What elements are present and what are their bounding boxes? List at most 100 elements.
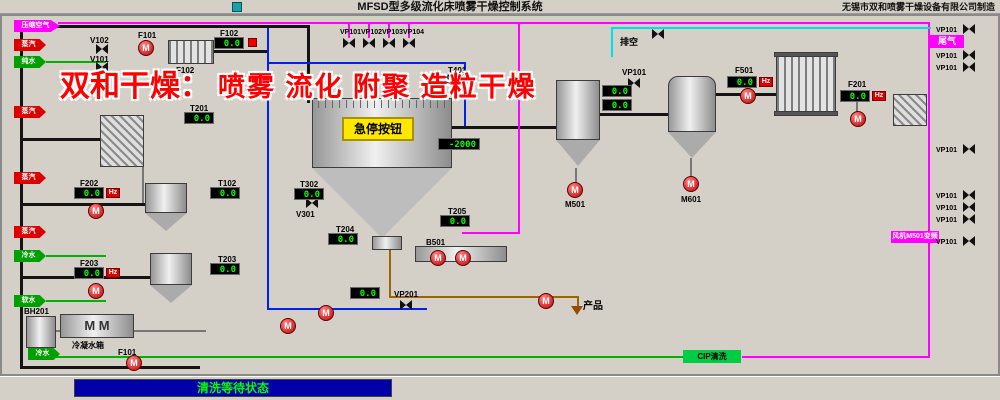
- tag-vp103: VP103: [382, 29, 404, 36]
- pipe-magenta-bottom: [742, 356, 930, 358]
- tag-f202: F202: [80, 179, 99, 188]
- bh201-vessel[interactable]: [26, 316, 56, 348]
- tag-f102: F102: [220, 29, 239, 38]
- inlet-steam: 蒸汽: [14, 106, 46, 118]
- hx-bottom-cap: [774, 111, 838, 116]
- valve-icon[interactable]: [963, 236, 975, 246]
- pipe-green-bottom: [46, 356, 684, 358]
- pipe-cyan-top: [611, 27, 931, 29]
- valve-vp101[interactable]: [343, 38, 355, 48]
- display-t201: 0.0: [184, 112, 214, 124]
- tag-t102: T102: [218, 179, 237, 188]
- tag-vp102: VP102: [361, 29, 383, 36]
- pipe-gray: [856, 95, 858, 113]
- display-cyclone-b: 0.0: [602, 99, 632, 111]
- product-arrow: [571, 306, 583, 315]
- valve-vp101-mid[interactable]: [628, 78, 640, 88]
- valve-vp104[interactable]: [403, 38, 415, 48]
- pipe-product: [577, 296, 579, 306]
- pipe-green: [46, 61, 106, 63]
- valve-v101[interactable]: [96, 62, 108, 72]
- valve-icon[interactable]: [963, 144, 975, 154]
- hopper-d-body[interactable]: [668, 76, 716, 132]
- pump-f201[interactable]: M: [850, 111, 866, 127]
- pump-f203[interactable]: M: [88, 283, 104, 299]
- cyclone-b-cone: [150, 285, 192, 303]
- valve-icon[interactable]: [963, 214, 975, 224]
- cyclone-a-body[interactable]: [145, 183, 187, 213]
- tag-v101: V101: [90, 55, 109, 64]
- watermark-brand: 双和干燥：: [60, 70, 210, 103]
- pump-f101[interactable]: M: [138, 40, 154, 56]
- tag-vp101-r: VP101: [936, 205, 958, 212]
- tag-vp101: VP101: [340, 29, 362, 36]
- pipe-gray: [142, 167, 144, 203]
- bag-filter[interactable]: [100, 115, 144, 167]
- tag-bh201: BH201: [24, 307, 49, 316]
- exhaust-label: 尾气: [930, 35, 964, 48]
- valve-icon[interactable]: [963, 62, 975, 72]
- pipe-duct: [598, 113, 670, 116]
- manufacturer-label: 无锡市双和喷雾干燥设备有限公司制造: [841, 2, 995, 12]
- hopper-d-cone: [668, 132, 716, 158]
- pipe-green: [46, 255, 106, 257]
- pump-m601[interactable]: M: [683, 176, 699, 192]
- window-icon: [232, 2, 242, 12]
- valve-icon[interactable]: [963, 50, 975, 60]
- display-t401: 0.0: [440, 74, 470, 86]
- emergency-stop-button[interactable]: 急停按钮: [342, 117, 414, 141]
- tag-f203: F203: [80, 259, 99, 268]
- cyclone-a-cone: [145, 213, 187, 231]
- pipe-green: [46, 300, 106, 302]
- valve-vp102[interactable]: [363, 38, 375, 48]
- pipe-magenta: [408, 24, 410, 38]
- pipe-magenta: [348, 24, 350, 38]
- pump-product[interactable]: M: [538, 293, 554, 309]
- inlet-cold-water: 冷水: [28, 348, 60, 360]
- pump-b501[interactable]: M: [430, 250, 446, 266]
- pipe-duct: [452, 126, 558, 129]
- tag-t201: T201: [190, 104, 209, 113]
- pipe-magenta: [388, 24, 390, 38]
- valve-v102[interactable]: [96, 44, 108, 54]
- pump-f101-bottom[interactable]: M: [126, 355, 142, 371]
- pump-bottom-b[interactable]: M: [318, 305, 334, 321]
- cyclone-b-body[interactable]: [150, 253, 192, 285]
- pipe-black: [20, 203, 145, 206]
- display-t204: 0.0: [328, 233, 358, 245]
- pump-m501[interactable]: M: [567, 182, 583, 198]
- pipe-gray: [690, 158, 692, 178]
- valve-vp201[interactable]: [400, 300, 412, 310]
- pipe-gray: [575, 168, 577, 184]
- filter-box[interactable]: [893, 94, 927, 126]
- valve-v301[interactable]: [306, 198, 318, 208]
- fan-vfd-label: 风机M501变频: [891, 231, 939, 243]
- tag-v102: V102: [90, 36, 109, 45]
- display-t302: 0.0: [294, 188, 324, 200]
- cip-station-label: CIP清洗: [683, 350, 741, 363]
- display-vp201: 0.0: [350, 287, 380, 299]
- valve-vent[interactable]: [652, 29, 664, 39]
- condensate-tank[interactable]: M M: [60, 314, 134, 338]
- valve-icon[interactable]: [963, 202, 975, 212]
- pump-f501[interactable]: M: [740, 88, 756, 104]
- valve-vp103[interactable]: [383, 38, 395, 48]
- pipe-blue: [267, 28, 269, 310]
- heater-f102[interactable]: [168, 40, 214, 64]
- pipe-blue: [267, 308, 427, 310]
- pump-bottom-a[interactable]: M: [280, 318, 296, 334]
- display-f203: 0.0: [74, 267, 104, 279]
- valve-icon[interactable]: [963, 24, 975, 34]
- inlet-pure-water: 纯水: [14, 56, 46, 68]
- pump-f202[interactable]: M: [88, 203, 104, 219]
- tag-f201: F201: [848, 80, 867, 89]
- pump-b501b[interactable]: M: [455, 250, 471, 266]
- spray-dryer-cone: [312, 168, 452, 238]
- cyclone-c-body[interactable]: [556, 80, 600, 140]
- tag-vp101-r: VP101: [936, 27, 958, 34]
- tag-f101: F101: [138, 31, 157, 40]
- pipe-black-drop: [307, 25, 310, 103]
- heat-exchanger[interactable]: [776, 56, 836, 112]
- valve-icon[interactable]: [963, 190, 975, 200]
- tag-condensate-tank: 冷凝水箱: [72, 341, 104, 350]
